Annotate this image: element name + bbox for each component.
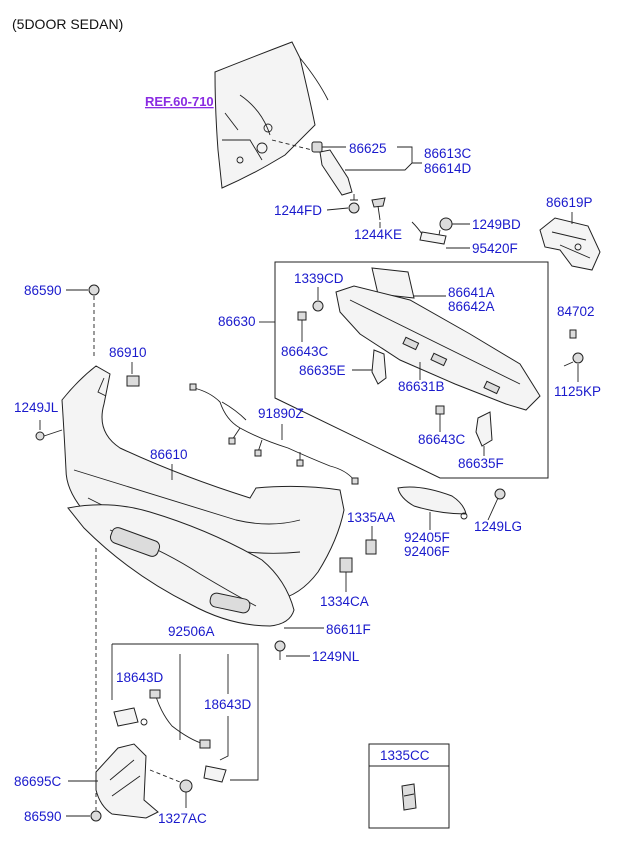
- ref-leader: [224, 112, 239, 131]
- absorber-86635E: [371, 349, 387, 385]
- leader-86613C: [397, 146, 422, 164]
- label-86630[interactable]: 86630: [218, 314, 256, 329]
- label-91890Z[interactable]: 91890Z: [258, 406, 304, 421]
- label-86614D[interactable]: 86614D: [424, 161, 472, 176]
- label-92405F[interactable]: 92405F: [404, 530, 450, 545]
- dash-1327AC: [149, 769, 181, 783]
- label-86635E[interactable]: 86635E: [299, 363, 346, 378]
- label-1249LG[interactable]: 1249LG: [474, 519, 522, 534]
- clip-86643C-top: [297, 311, 307, 321]
- label-86613C[interactable]: 86613C: [424, 146, 472, 161]
- label-1334CA[interactable]: 1334CA: [320, 594, 369, 609]
- bolt-1125KP: [563, 352, 584, 367]
- label-1249JL[interactable]: 1249JL: [14, 400, 59, 415]
- clip-86910: [126, 375, 140, 387]
- label-84702[interactable]: 84702: [557, 304, 595, 319]
- screw-1244KE: [371, 197, 386, 221]
- sensor-95420F: [411, 221, 447, 245]
- ref-link[interactable]: REF.60-710: [145, 94, 214, 109]
- sensor-unit-left: [113, 707, 139, 727]
- label-86619P[interactable]: 86619P: [546, 195, 593, 210]
- beam-assembly-box: [274, 261, 549, 479]
- label-95420F[interactable]: 95420F: [472, 241, 518, 256]
- absorber-86635F: [475, 411, 493, 447]
- screw-1244FD: [348, 194, 360, 214]
- screw-1249JL: [35, 429, 63, 441]
- label-1249BD[interactable]: 1249BD: [472, 217, 521, 232]
- reflector-92405F: [397, 486, 468, 520]
- beam-86631B: [335, 285, 541, 411]
- label-92406F[interactable]: 92406F: [404, 544, 450, 559]
- clip-84702: [569, 329, 577, 339]
- label-86642A[interactable]: 86642A: [448, 299, 495, 314]
- label-1244FD[interactable]: 1244FD: [274, 203, 322, 218]
- clip-1335AA: [365, 539, 377, 555]
- label-86590-bottom[interactable]: 86590: [24, 809, 62, 824]
- clip-1339CD: [312, 300, 324, 312]
- label-86590-top[interactable]: 86590: [24, 283, 62, 298]
- variant-title: (5DOOR SEDAN): [12, 16, 123, 32]
- group-bracket-92506A: [112, 643, 259, 781]
- lower-cover-86611F: [67, 504, 295, 627]
- sensor-harness: [140, 689, 211, 749]
- bracket-86619P: [539, 217, 601, 271]
- clip-1334CA: [339, 557, 353, 573]
- label-1335CC[interactable]: 1335CC: [380, 748, 430, 763]
- bumper-bracket-side: [311, 141, 353, 196]
- absorber-86641A: [371, 267, 415, 299]
- label-86641A[interactable]: 86641A: [448, 285, 495, 300]
- label-86625[interactable]: 86625: [349, 141, 387, 156]
- label-86610[interactable]: 86610: [150, 447, 188, 462]
- nut-86590-bottom: [90, 810, 102, 822]
- inset-1335CC: [368, 743, 450, 829]
- label-86635F[interactable]: 86635F: [458, 456, 504, 471]
- shield-86695C: [95, 743, 159, 819]
- leader-18643D-right: [219, 654, 229, 761]
- bolt-1249LG: [487, 488, 506, 521]
- sensor-unit-right: [203, 765, 227, 783]
- nut-86590-top: [88, 284, 100, 296]
- label-1249NL[interactable]: 1249NL: [312, 649, 360, 664]
- label-18643D-right[interactable]: 18643D: [204, 697, 252, 712]
- label-18643D-left[interactable]: 18643D: [116, 670, 164, 685]
- label-86631B[interactable]: 86631B: [398, 379, 445, 394]
- label-86643C-top[interactable]: 86643C: [281, 344, 329, 359]
- label-1244KE[interactable]: 1244KE: [354, 227, 402, 242]
- label-86695C[interactable]: 86695C: [14, 774, 62, 789]
- clip-86643C-bottom: [435, 405, 445, 415]
- label-1335AA[interactable]: 1335AA: [347, 510, 395, 525]
- label-1339CD[interactable]: 1339CD: [294, 271, 344, 286]
- harness-91890Z: [189, 383, 359, 485]
- label-86643C-bottom[interactable]: 86643C: [418, 432, 466, 447]
- screw-1249NL: [274, 640, 286, 660]
- label-86611F[interactable]: 86611F: [326, 622, 371, 637]
- quarter-panel-reference: [214, 41, 329, 189]
- label-92506A[interactable]: 92506A: [168, 624, 215, 639]
- label-1125KP[interactable]: 1125KP: [554, 384, 601, 399]
- label-86910[interactable]: 86910: [109, 345, 147, 360]
- nut-1327AC: [179, 779, 193, 793]
- leader-1244FD: [326, 207, 349, 211]
- leader-86614D: [345, 162, 413, 171]
- label-1327AC[interactable]: 1327AC: [158, 811, 207, 826]
